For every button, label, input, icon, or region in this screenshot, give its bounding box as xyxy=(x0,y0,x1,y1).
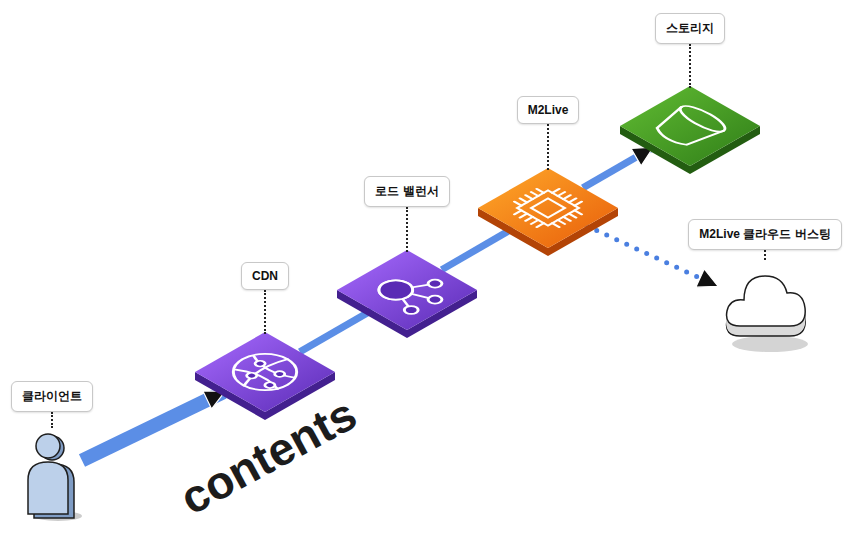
globe-icon xyxy=(220,346,310,397)
leader-line xyxy=(547,124,549,170)
diamond-outline xyxy=(620,86,760,174)
leader-line xyxy=(689,44,691,88)
connector xyxy=(442,228,514,270)
bucket-icon xyxy=(647,102,732,150)
diamond-outline xyxy=(478,168,618,256)
person-outline xyxy=(22,428,82,522)
cloud-shape: M2Live 클라우드 버스팅 xyxy=(720,260,810,356)
load-balancer-diamond: 로드 밸런서 xyxy=(337,250,477,338)
connector xyxy=(583,148,652,188)
node-label: 클라이언트 xyxy=(11,381,93,412)
server-diamond: M2Live xyxy=(478,168,618,256)
lb-icon xyxy=(369,266,459,317)
connector xyxy=(82,392,223,460)
cloud-outline xyxy=(720,260,810,356)
node-label: CDN xyxy=(241,262,289,290)
storage-diamond: 스토리지 xyxy=(620,86,760,174)
node-label: M2Live xyxy=(517,96,580,124)
leader-line xyxy=(406,207,408,252)
chip-icon xyxy=(503,182,593,233)
client-icon: 클라이언트 xyxy=(22,428,82,522)
leader-line xyxy=(764,250,766,260)
leader-line xyxy=(264,290,266,334)
node-label: 스토리지 xyxy=(655,13,725,44)
node-label: 로드 밸런서 xyxy=(364,176,449,207)
leader-line xyxy=(51,412,53,428)
node-label: M2Live 클라우드 버스팅 xyxy=(688,219,841,250)
diamond-outline xyxy=(337,250,477,338)
connector xyxy=(300,310,372,352)
